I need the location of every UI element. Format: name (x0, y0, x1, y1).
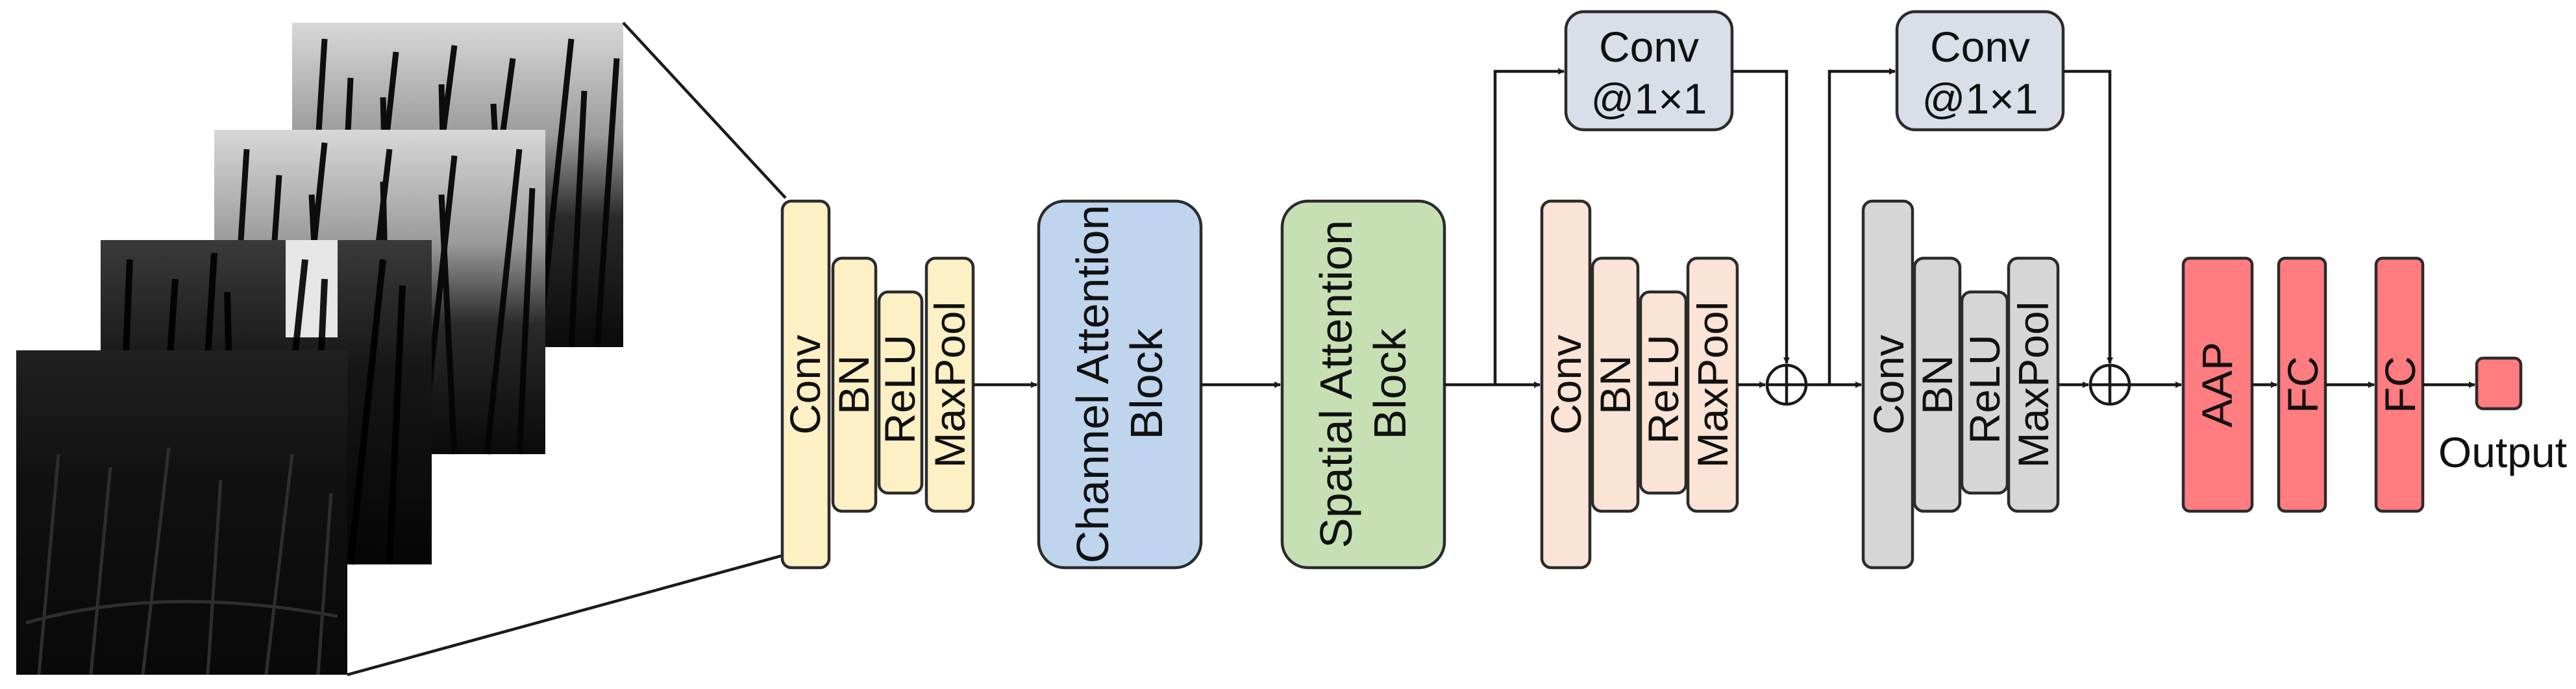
stage1-relu-label: ReLU (876, 335, 924, 444)
stage2-bn-label: BN (1591, 355, 1639, 415)
arrow-branch-to-shortcut3 (1827, 68, 1896, 385)
stage3-block: Conv BN ReLU MaxPool (1861, 199, 2060, 570)
input-frame-1 (16, 350, 347, 675)
stage2-shortcut-label-line2: @1×1 (1591, 75, 1707, 123)
connectors (973, 68, 2475, 388)
stage1-conv-label: Conv (781, 335, 829, 435)
arrow-shortcut2-to-add1 (1732, 69, 1790, 364)
projection-line-bottom (347, 553, 786, 677)
stage3-shortcut-conv: Conv @1×1 (1895, 10, 2065, 132)
stage2-conv-label: Conv (1542, 335, 1590, 435)
stage1-block: Conv BN ReLU MaxPool (780, 199, 975, 570)
channel-attention-block: Channel Attention Block (1037, 199, 1203, 570)
stage3-relu-label: ReLU (1961, 335, 2009, 444)
stage1-conv-layer (780, 199, 831, 570)
stage1-bn-layer (831, 256, 878, 513)
stage3-bn-label: BN (1913, 355, 1961, 415)
stage2-block: Conv BN ReLU MaxPool (1540, 199, 1739, 570)
aap-label: AAP (2193, 342, 2241, 428)
spatial-attention-block: Spatial Attention Block (1280, 199, 1446, 570)
spatial-attention-label-line2: Block (1365, 328, 1415, 439)
output-label: Output (2438, 428, 2567, 476)
arrow-shortcut3-to-add2 (2063, 69, 2113, 364)
stage2-maxpool-label: MaxPool (1689, 302, 1737, 468)
stage3-maxpool-label: MaxPool (2009, 302, 2057, 468)
stage1-bn-label: BN (830, 355, 878, 415)
fc1-label: FC (2279, 356, 2327, 413)
input-frames-stack (16, 21, 787, 677)
residual-add-node-1 (1765, 363, 1808, 406)
stage1-maxpool-label: MaxPool (926, 302, 974, 468)
projection-line-top (622, 21, 787, 199)
stage3-conv-label: Conv (1864, 335, 1913, 435)
stage2-relu-label: ReLU (1639, 335, 1687, 444)
stage3-shortcut-label-line1: Conv (1930, 23, 2030, 71)
spatial-attention-label-line1: Spatial Attention (1311, 220, 1361, 548)
stage3-conv-layer (1861, 199, 1914, 570)
output-node (2475, 356, 2523, 411)
residual-add-node-2 (2088, 363, 2131, 406)
classifier-head: AAP FC FC Output (2181, 256, 2567, 513)
stage1-relu-layer (877, 290, 924, 495)
stage3-shortcut-label-line2: @1×1 (1922, 75, 2038, 123)
stage2-shortcut-label-line1: Conv (1599, 23, 1699, 71)
stage2-conv-layer (1540, 199, 1592, 570)
stage2-bn-layer (1591, 256, 1640, 513)
channel-attention-label-line1: Channel Attention (1067, 205, 1118, 564)
arrow-branch-to-shortcut2 (1493, 68, 1565, 385)
stage3-bn-layer (1913, 256, 1962, 513)
channel-attention-label-line2: Block (1121, 328, 1172, 439)
stage2-shortcut-conv: Conv @1×1 (1564, 10, 1734, 132)
stage2-relu-layer (1639, 290, 1688, 495)
fc2-label: FC (2376, 356, 2424, 413)
